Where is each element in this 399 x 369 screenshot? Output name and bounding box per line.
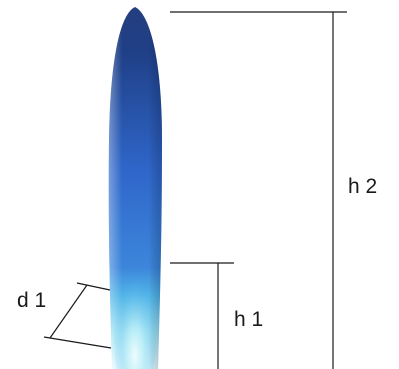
h2-dimension: h 2: [170, 11, 377, 369]
d1-dimension: d 1: [17, 282, 112, 349]
flame: [108, 7, 162, 369]
h1-dimension: h 1: [170, 262, 263, 369]
h1-label: h 1: [234, 308, 263, 331]
flame-sheen: [108, 7, 162, 369]
h2-label: h 2: [348, 175, 377, 198]
d1-lower-extension-line: [43, 336, 112, 349]
d1-label: d 1: [17, 289, 46, 312]
d1-measure-line: [49, 284, 88, 339]
d1-upper-extension-line: [76, 282, 111, 291]
